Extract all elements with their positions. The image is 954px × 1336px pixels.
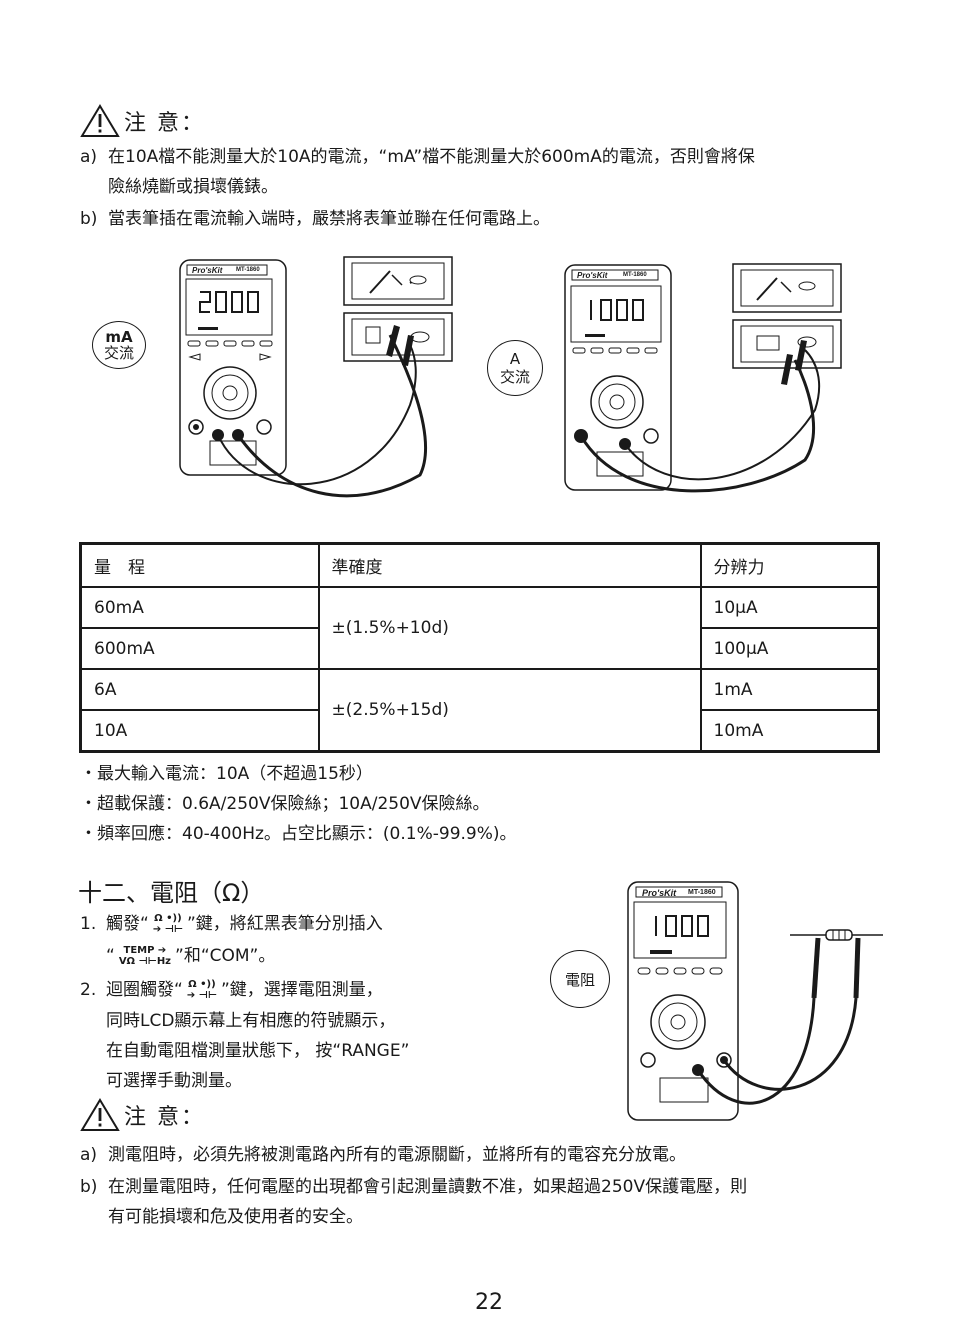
ohm-diode-key-symbol: Ω •)) ➔ ⊣⊢	[186, 979, 217, 1001]
callout-resistance: 電阻	[550, 950, 610, 1008]
warning-triangle-icon	[80, 1098, 120, 1131]
figure-a-measurement: Pro'sKit MT-1860 A 交流	[485, 260, 855, 520]
header-range: 量 程	[79, 542, 320, 588]
table-header-row: 量 程 準確度 分辨力	[79, 542, 880, 588]
figure-resistance-measurement: Pro'sKit MT-1860 電阻	[548, 880, 888, 1125]
warning-title-1: 注 意：	[124, 111, 205, 136]
callout-ma-sub: 交流	[103, 344, 134, 362]
header-resolution: 分辨力	[699, 542, 880, 588]
accuracy-cell: ±(2.5%+15d)	[317, 668, 702, 753]
resistance-steps: 1. 觸發“ Ω •)) ➔ ⊣⊢ ”鍵，將紅黑表筆分別插入 “ TEMP ➔ …	[80, 913, 410, 1091]
meter-brand-left: Pro'sKit	[192, 266, 223, 275]
table-row: 600mA 100μA	[79, 627, 880, 670]
table-row: 10A 10mA	[79, 709, 880, 753]
callout-a-label: A	[509, 350, 521, 368]
meter-model-resistance: MT-1860	[688, 889, 716, 896]
meter-model-left: MT-1860	[236, 267, 260, 273]
current-spec-table: 量 程 準確度 分辨力 60mA ±(1.5%+10d) 10μA 600mA …	[79, 542, 880, 753]
section-title-resistance: 十二、電阻（Ω）	[78, 879, 265, 907]
warning-heading-1: 注 意：	[80, 104, 205, 138]
page-number: 22	[475, 1290, 503, 1315]
meter-model-right: MT-1860	[623, 272, 647, 278]
warning-item-a: a) 測電阻時，必須先將被測電路內所有的電源關斷，並將所有的電容充分放電。	[80, 1145, 686, 1165]
note-max-current: ・最大輸入電流：10A（不超過15秒）	[80, 764, 373, 784]
warning-list-2: a) 測電阻時，必須先將被測電路內所有的電源關斷，並將所有的電容充分放電。 b)…	[80, 1140, 900, 1232]
table-row: 6A ±(2.5%+15d) 1mA	[79, 668, 880, 753]
temp-v-ohm-jack-symbol: TEMP ➔ VΩ ⊣⊢Hz	[118, 945, 172, 967]
warning-title-2: 注 意：	[124, 1105, 205, 1130]
callout-ma-ac: mA 交流	[92, 321, 146, 369]
table-row: 60mA ±(1.5%+10d) 10μA	[79, 586, 880, 670]
meter-brand-resistance: Pro'sKit	[642, 888, 677, 898]
warning-item-b: b) 當表筆插在電流輸入端時，嚴禁將表筆並聯在任何電路上。	[80, 209, 550, 229]
warning-triangle-icon	[80, 104, 120, 137]
warning-list-1: a) 在10A檔不能測量大於10A的電流，“mA”檔不能測量大於600mA的電流…	[80, 142, 900, 234]
header-accuracy: 準確度	[317, 542, 702, 588]
callout-ma-label: mA	[105, 328, 133, 346]
callout-a-sub: 交流	[499, 368, 530, 386]
meter-brand-right: Pro'sKit	[577, 271, 608, 280]
ohm-diode-key-symbol: Ω •)) ➔ ⊣⊢	[152, 913, 183, 935]
multimeter-resistance-illustration	[627, 881, 883, 1121]
accuracy-cell: ±(1.5%+10d)	[317, 586, 702, 670]
callout-resistance-label: 電阻	[564, 970, 595, 989]
spec-notes: ・最大輸入電流：10A（不超過15秒） ・超載保護：0.6A/250V保險絲；1…	[80, 759, 517, 849]
note-overload: ・超載保護：0.6A/250V保險絲；10A/250V保險絲。	[80, 794, 490, 814]
warning-item-a: a) 在10A檔不能測量大於10A的電流，“mA”檔不能測量大於600mA的電流…	[80, 147, 755, 197]
note-frequency: ・頻率回應：40-400Hz。占空比顯示：(0.1%-99.9%)。	[80, 824, 517, 844]
warning-heading-2: 注 意：	[80, 1098, 205, 1132]
figure-ma-measurement: Pro'sKit MT-1860 mA 交流	[90, 255, 460, 515]
multimeter-a-illustration	[564, 263, 842, 493]
callout-a-ac: A 交流	[487, 340, 543, 396]
multimeter-ma-illustration	[179, 256, 453, 498]
warning-item-b: b) 在測量電阻時，任何電壓的出現都會引起測量讀數不准，如果超過250V保護電壓…	[80, 1177, 748, 1227]
